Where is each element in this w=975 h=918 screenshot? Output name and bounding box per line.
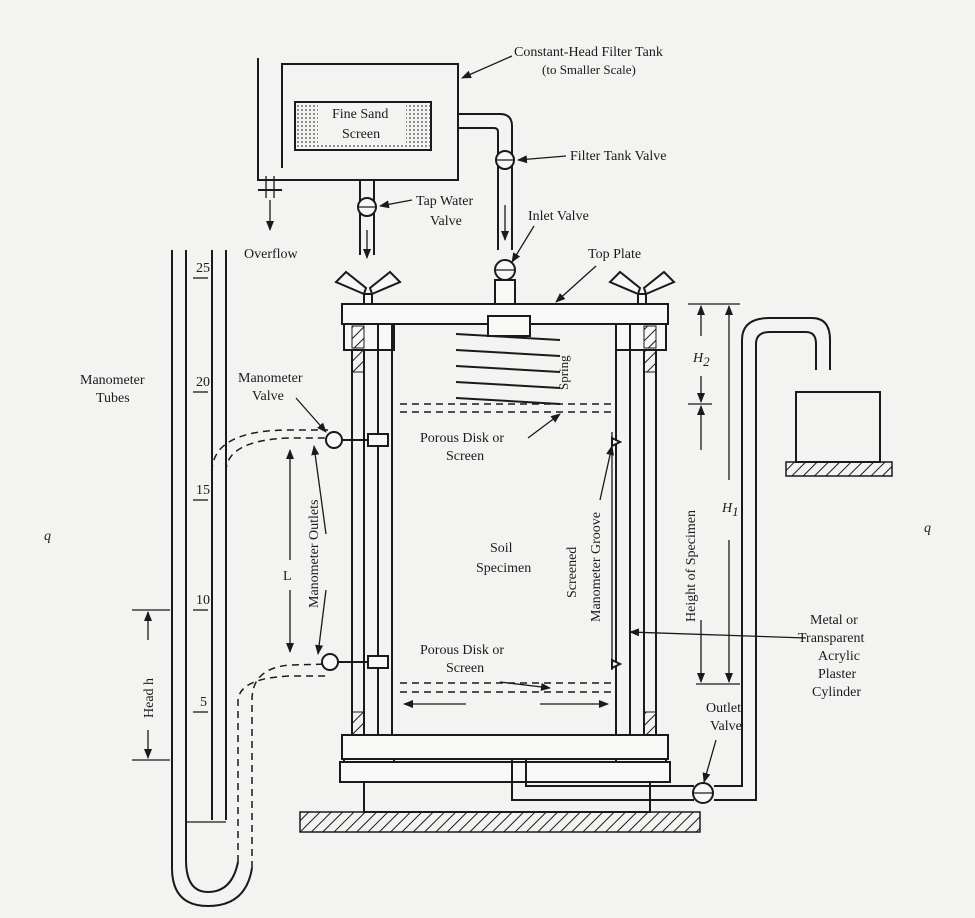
scale-mark-5: 5 — [200, 695, 207, 710]
filter-tank — [257, 58, 513, 255]
label-q-right: q — [924, 521, 931, 536]
label-cylinder-1: Metal or — [810, 613, 858, 628]
label-tap-water-valve: Valve — [430, 214, 462, 229]
label-filter-tank-scale: (to Smaller Scale) — [542, 62, 636, 77]
scale-mark-25: 25 — [196, 261, 210, 276]
label-manometer-groove: Manometer Groove — [589, 512, 604, 622]
height-dimensions — [688, 303, 740, 685]
fine-sand-label-bg — [318, 104, 406, 144]
scale-mark-10: 10 — [196, 593, 210, 608]
label-porous-disk-bottom: Porous Disk or — [420, 643, 504, 658]
label-manometer-tubes-2: Tubes — [96, 391, 130, 406]
label-specimen: Specimen — [476, 561, 531, 576]
label-h1: H1 — [721, 501, 739, 519]
leader-arrows — [295, 55, 807, 783]
label-porous-disk-top-2: Screen — [446, 449, 484, 464]
label-manometer-outlets: Manometer Outlets — [307, 500, 322, 608]
scale-mark-20: 20 — [196, 375, 210, 390]
wing-nut-right-icon — [608, 270, 676, 305]
wing-nut-left-icon — [334, 270, 402, 305]
label-cylinder-3: Acrylic — [818, 649, 860, 664]
label-filter-tank-valve: Filter Tank Valve — [570, 149, 667, 164]
spring — [455, 315, 561, 405]
porous-disk-bottom — [400, 682, 612, 693]
label-cylinder-4: Plaster — [818, 667, 856, 682]
label-soil: Soil — [490, 541, 513, 556]
manometer-valve-bottom-icon — [321, 653, 339, 671]
label-tap-water: Tap Water — [416, 194, 473, 209]
head-dimension — [132, 609, 170, 761]
label-porous-disk-bottom-2: Screen — [446, 661, 484, 676]
label-length-l: L — [283, 569, 292, 584]
label-head-h: Head h — [142, 678, 157, 718]
label-spring: Spring — [556, 355, 571, 390]
label-outlet-valve: Valve — [710, 719, 742, 734]
manometer-tubes — [171, 250, 329, 908]
label-outlet: Outlet — [706, 701, 741, 716]
label-manometer-valve-2: Valve — [252, 389, 284, 404]
label-top-plate: Top Plate — [588, 247, 641, 262]
label-fine-sand: Fine Sand — [332, 107, 388, 122]
label-q-left: q — [44, 529, 51, 544]
base — [299, 734, 701, 833]
scale-mark-15: 15 — [196, 483, 210, 498]
scale-ticks — [186, 277, 226, 823]
outlet-reservoir — [785, 391, 893, 477]
label-manometer-valve: Manometer — [238, 371, 303, 386]
screened-manometer-groove — [611, 432, 617, 670]
label-porous-disk-top: Porous Disk or — [420, 431, 504, 446]
porous-disk-top — [400, 403, 612, 413]
label-filter-tank: Constant-Head Filter Tank — [514, 45, 663, 60]
outlet-pipe — [511, 317, 831, 801]
label-h2: H2 — [692, 351, 710, 369]
label-manometer-tubes: Manometer — [80, 373, 145, 388]
label-screen: Screen — [342, 127, 380, 142]
label-screened: Screened — [565, 547, 580, 598]
label-cylinder-5: Cylinder — [812, 685, 861, 700]
label-inlet-valve: Inlet Valve — [528, 209, 589, 224]
manometer-valve-top-icon — [325, 431, 343, 449]
label-height-of-specimen: Height of Specimen — [684, 510, 699, 622]
label-cylinder-2: Transparent — [798, 631, 864, 646]
label-overflow: Overflow — [244, 247, 299, 262]
